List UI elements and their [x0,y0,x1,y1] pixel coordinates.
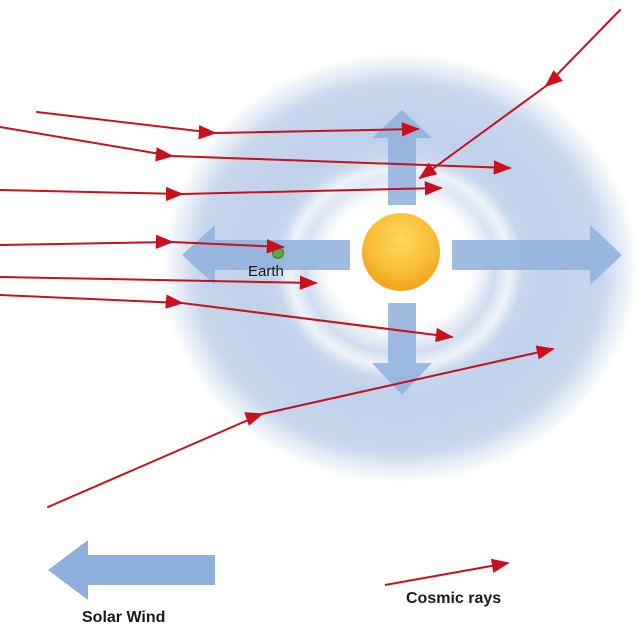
earth-label: Earth [248,263,284,280]
cosmic-ray [0,294,454,343]
legend-cosmic-ray-arrow [384,558,510,586]
cosmic-ray [0,275,318,290]
legend-cosmic-rays: Cosmic rays [384,558,510,607]
earth-icon [272,247,284,259]
cosmic-rays [0,9,621,508]
cosmic-ray [36,111,420,140]
legend-solar-wind: Solar Wind [48,540,215,626]
cosmic-ray [47,345,555,508]
legend-cosmic-rays-label: Cosmic rays [406,590,501,607]
cosmic-ray [0,126,512,175]
legend-solar-wind-arrow [48,540,215,600]
cosmic-ray [0,181,443,202]
solar-wind-arrow-right [452,225,622,285]
cosmic-ray [418,9,621,180]
cosmic-ray [0,234,285,254]
legend-solar-wind-label: Solar Wind [82,609,165,626]
sun-icon [362,213,440,291]
